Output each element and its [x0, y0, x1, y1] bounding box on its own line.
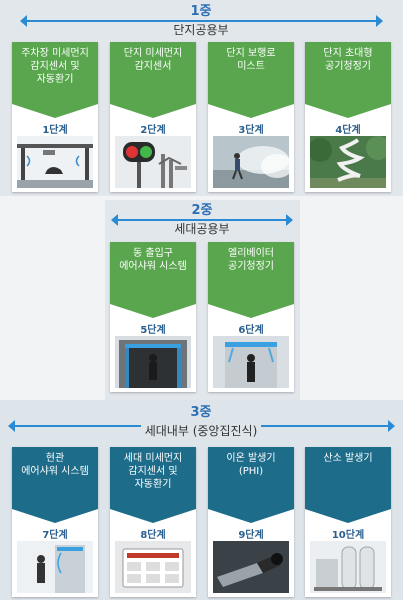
chevron-down-icon — [110, 304, 196, 318]
mist-walkway-image — [213, 136, 289, 188]
card-line: (PHI) — [238, 466, 264, 477]
card-step-1-title: 주차장 미세먼지 감지센서 및 자동환기 — [12, 42, 98, 104]
card-step-label: 6단계 — [238, 325, 264, 336]
home-entrance-air-shower-image — [17, 541, 93, 593]
card-step-6: 엘리베이터 공기청정기 6단계 — [208, 242, 294, 392]
chevron-down-icon — [208, 509, 294, 523]
chevron-down-icon — [12, 104, 98, 118]
card-line: 미스트 — [237, 61, 265, 72]
chevron-down-icon — [110, 104, 196, 118]
card-line: 에어샤워 시스템 — [21, 466, 89, 477]
card-step-label: 1단계 — [42, 125, 68, 136]
card-line: 단지 초대형 — [323, 48, 373, 59]
chevron-down-icon — [208, 304, 294, 318]
traffic-light-sensor-image — [115, 136, 191, 188]
card-step-label: 7단계 — [42, 530, 68, 541]
tier2-arrow — [111, 214, 293, 226]
tier2-name: 세대공용부 — [170, 222, 234, 236]
chevron-down-icon — [305, 509, 391, 523]
card-step-label: 9단계 — [238, 530, 264, 541]
chevron-down-icon — [110, 509, 196, 523]
oxygen-generator-image — [310, 541, 386, 593]
tier1-arrow — [20, 15, 383, 27]
home-sensor-panel-image — [115, 541, 191, 593]
card-line: 동 출입구 — [133, 248, 173, 259]
elevator-purifier-image — [213, 336, 289, 388]
card-step-1: 주차장 미세먼지 감지센서 및 자동환기 1단계 — [12, 42, 98, 192]
card-line: 세대 미세먼지 — [123, 453, 183, 464]
card-line: 감지센서 및 — [128, 466, 178, 477]
card-step-label: 3단계 — [238, 125, 264, 136]
card-step-7-title: 현관 에어샤워 시스템 — [12, 447, 98, 509]
card-step-4: 단지 초대형 공기청정기 4단계 — [305, 42, 391, 192]
card-step-2-title: 단지 미세먼지 감지센서 — [110, 42, 196, 104]
card-step-4-title: 단지 초대형 공기청정기 — [305, 42, 391, 104]
card-step-label: 4단계 — [335, 125, 361, 136]
tier1-num: 1중 — [190, 4, 212, 19]
card-line: 자동환기 — [36, 74, 74, 85]
parking-garage-image — [17, 136, 93, 188]
tier3-name: 세대내부 (중앙집진식) — [140, 424, 262, 438]
card-line: 감지센서 — [134, 61, 172, 72]
card-step-3: 단지 보행로 미스트 3단계 — [208, 42, 294, 192]
card-line: 엘리베이터 — [228, 248, 274, 259]
card-step-label: 2단계 — [140, 125, 166, 136]
tier2-num: 2중 — [191, 203, 213, 218]
tier3-title: 3중 세대내부 (중앙집진식) — [101, 405, 301, 439]
card-step-label: 8단계 — [140, 530, 166, 541]
card-line: 감지센서 및 — [30, 61, 80, 72]
card-line: 에어샤워 시스템 — [119, 261, 187, 272]
card-line: 주차장 미세먼지 — [21, 48, 89, 59]
tier3-num: 3중 — [190, 405, 212, 420]
tier1-name: 단지공용부 — [169, 23, 233, 37]
card-step-label: 5단계 — [140, 325, 166, 336]
tier2-title: 2중 세대공용부 — [102, 203, 302, 237]
card-step-10-title: 산소 발생기 — [305, 447, 391, 509]
chevron-down-icon — [12, 509, 98, 523]
card-step-2: 단지 미세먼지 감지센서 2단계 — [110, 42, 196, 192]
card-step-5: 동 출입구 에어샤워 시스템 5단계 — [110, 242, 196, 392]
card-line: 공기청정기 — [228, 261, 274, 272]
card-step-8: 세대 미세먼지 감지센서 및 자동환기 8단계 — [110, 447, 196, 597]
card-step-7: 현관 에어샤워 시스템 7단계 — [12, 447, 98, 597]
card-line: 단지 미세먼지 — [123, 48, 183, 59]
card-step-5-title: 동 출입구 에어샤워 시스템 — [110, 242, 196, 304]
card-line: 현관 — [45, 453, 65, 464]
card-step-label: 10단계 — [331, 530, 365, 541]
card-line: 산소 발생기 — [323, 453, 373, 464]
chevron-down-icon — [208, 104, 294, 118]
card-step-10: 산소 발생기 10단계 — [305, 447, 391, 597]
spiral-purifier-image — [310, 136, 386, 188]
card-step-6-title: 엘리베이터 공기청정기 — [208, 242, 294, 304]
chevron-down-icon — [305, 104, 391, 118]
tier1-title: 1중 단지공용부 — [101, 4, 301, 38]
card-step-8-title: 세대 미세먼지 감지센서 및 자동환기 — [110, 447, 196, 509]
ion-generator-image — [213, 541, 289, 593]
card-line: 이온 발생기 — [226, 453, 276, 464]
card-line: 자동환기 — [134, 479, 172, 490]
card-line: 단지 보행로 — [226, 48, 276, 59]
card-step-9-title: 이온 발생기 (PHI) — [208, 447, 294, 509]
card-step-9: 이온 발생기 (PHI) 9단계 — [208, 447, 294, 597]
air-shower-image — [115, 336, 191, 388]
card-step-3-title: 단지 보행로 미스트 — [208, 42, 294, 104]
card-line: 공기청정기 — [325, 61, 371, 72]
